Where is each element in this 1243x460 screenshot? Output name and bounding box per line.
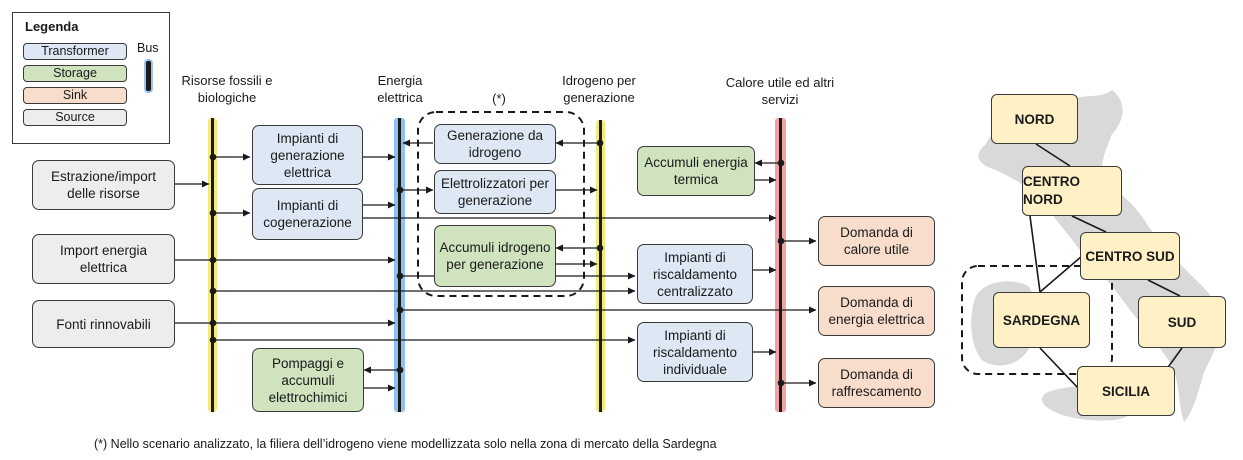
legend-transformer: Transformer <box>23 43 127 60</box>
bus-risorse <box>208 118 217 412</box>
sardegna-hydrogen-area <box>961 265 1113 375</box>
storage-accumuli-idrogeno: Accumuli idrogeno per generazione <box>434 225 556 287</box>
storage-accumuli-termica: Accumuli energia termica <box>637 146 755 196</box>
bus-header-asterisk: (*) <box>492 91 506 106</box>
zone-sicilia: SICILIA <box>1077 366 1175 416</box>
bus-header-calore: Calore utile ed altri servizi <box>725 75 835 107</box>
zone-sardegna: SARDEGNA <box>993 292 1090 348</box>
footnote: (*) Nello scenario analizzato, la filier… <box>94 437 717 451</box>
zone-nord: NORD <box>991 94 1078 144</box>
junction-dots <box>209 139 785 387</box>
hydrogen-chain-group <box>417 111 585 297</box>
transformer-generazione-idrogeno: Generazione da idrogeno <box>434 124 556 164</box>
sink-domanda-energia: Domanda di energia elettrica <box>818 286 935 336</box>
bus-calore <box>775 118 786 412</box>
legend-source: Source <box>23 109 127 126</box>
transformer-elettrolizzatori: Elettrolizzatori per generazione <box>434 170 556 214</box>
bus-idrogeno <box>596 120 605 412</box>
legend-sink: Sink <box>23 87 127 104</box>
source-estrazione: Estrazione/import delle risorse <box>32 160 175 210</box>
bus-header-idrogeno: Idrogeno per generazione <box>562 73 636 105</box>
legend: Legenda Transformer Storage Sink Source … <box>12 12 170 144</box>
transformer-impianti-generazione: Impianti di generazione elettrica <box>252 125 363 185</box>
zone-centro-nord: CENTRO NORD <box>1022 166 1122 216</box>
zone-centro-sud: CENTRO SUD <box>1080 232 1180 280</box>
legend-storage: Storage <box>23 65 127 82</box>
bus-header-risorse: Risorse fossili e biologiche <box>181 73 273 105</box>
sink-domanda-raffrescamento: Domanda di raffrescamento <box>818 358 935 408</box>
transformer-riscaldamento-individuale: Impianti di riscaldamento individuale <box>637 322 753 382</box>
legend-bus-icon <box>146 61 151 91</box>
sink-domanda-calore: Domanda di calore utile <box>818 216 935 266</box>
transformer-riscaldamento-centralizzato: Impianti di riscaldamento centralizzato <box>637 244 753 304</box>
zone-sud: SUD <box>1138 296 1226 348</box>
legend-bus-label: Bus <box>137 41 159 55</box>
source-fonti-rinnovabili: Fonti rinnovabili <box>32 300 175 348</box>
legend-title: Legenda <box>25 19 79 34</box>
storage-pompaggi: Pompaggi e accumuli elettrochimici <box>252 348 364 412</box>
bus-header-energia: Energia elettrica <box>377 73 423 105</box>
transformer-impianti-cogenerazione: Impianti di cogenerazione <box>252 188 363 240</box>
source-import-energia: Import energia elettrica <box>32 234 175 284</box>
